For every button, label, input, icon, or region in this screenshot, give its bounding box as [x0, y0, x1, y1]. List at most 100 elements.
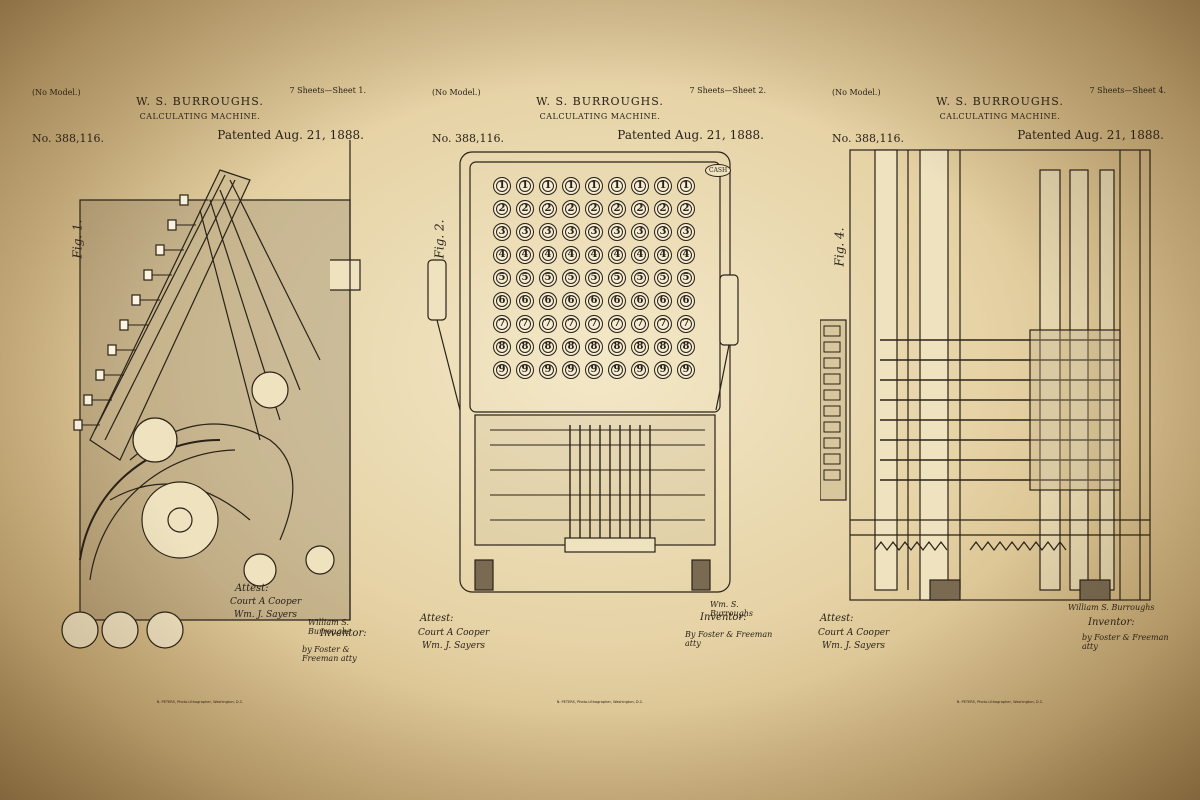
keyboard-key: 7: [539, 315, 557, 333]
sheet-count: 7 Sheets—Sheet 4.: [1089, 86, 1166, 95]
keyboard-key: 3: [631, 223, 649, 241]
keyboard-key: 7: [608, 315, 626, 333]
attest-label: Attest:: [235, 583, 269, 594]
keyboard-key: 4: [631, 246, 649, 264]
keyboard-key: 5: [516, 269, 534, 287]
keyboard-key: 6: [631, 292, 649, 310]
no-model-note: (No Model.): [832, 88, 881, 97]
keyboard-key: 5: [539, 269, 557, 287]
keyboard-key: 1: [562, 177, 580, 195]
keyboard-key: 4: [516, 246, 534, 264]
keyboard-key: 7: [493, 315, 511, 333]
keyboard-key: 6: [516, 292, 534, 310]
keyboard-key: 7: [585, 315, 603, 333]
keyboard-key: 6: [493, 292, 511, 310]
inventor-signature: William S. Burroughs: [308, 618, 352, 636]
cash-key: CASH: [705, 164, 732, 177]
printer-credit: N. PETERS, Photo-Lithographer, Washingto…: [156, 700, 244, 704]
keyboard-key: 8: [585, 338, 603, 356]
keyboard-key: 3: [539, 223, 557, 241]
keyboard-key: 7: [516, 315, 534, 333]
keyboard-key: 8: [608, 338, 626, 356]
inventor-caption: Inventor:: [700, 612, 747, 623]
keyboard-key: 2: [516, 200, 534, 218]
keyboard-key: 6: [539, 292, 557, 310]
inventor-caption: Inventor:: [320, 628, 367, 639]
keyboard-key: 1: [631, 177, 649, 195]
keyboard-key: 4: [539, 246, 557, 264]
keyboard-key: 6: [562, 292, 580, 310]
fig-1-side-view-drawing: [61, 140, 361, 649]
keyboard-key: 4: [493, 246, 511, 264]
keyboard-key: 3: [562, 223, 580, 241]
keyboard-key: 9: [677, 361, 695, 379]
keyboard-key: 7: [631, 315, 649, 333]
witness-signature-1: Court A Cooper: [230, 597, 302, 607]
keyboard-key: 7: [677, 315, 695, 333]
keyboard-key: 6: [677, 292, 695, 310]
cash-key-label: CASH: [709, 167, 728, 174]
fig-4-section-view-drawing: [820, 149, 1151, 601]
attorney-signature: By Foster & Freeman atty: [685, 630, 773, 648]
keyboard-key: 4: [677, 246, 695, 264]
inventor-signature: William S. Burroughs: [1068, 603, 1155, 612]
keyboard-key: 9: [562, 361, 580, 379]
patent-sheet-2: (No Model.) 7 Sheets—Sheet 2. W. S. BURR…: [418, 0, 780, 800]
attorney-signature: by Foster & Freeman atty: [1082, 633, 1169, 651]
keyboard-key: 7: [562, 315, 580, 333]
keyboard-key: 9: [631, 361, 649, 379]
inventor-signature: Wm. S. Burroughs: [710, 600, 754, 618]
keyboard-key: 2: [562, 200, 580, 218]
patent-date: Patented Aug. 21, 1888.: [617, 128, 764, 142]
inventor-name: W. S. BURROUGHS.: [136, 95, 264, 108]
keyboard-key: 8: [493, 338, 511, 356]
invention-title: CALCULATING MACHINE.: [539, 112, 661, 121]
keyboard-key: 5: [493, 269, 511, 287]
keyboard-key: 1: [585, 177, 603, 195]
keyboard-key: 4: [585, 246, 603, 264]
no-model-note: (No Model.): [32, 88, 81, 97]
witness-signature-2: Wm. J. Sayers: [234, 610, 297, 620]
patent-sheet-1: (No Model.) 7 Sheets—Sheet 1. W. S. BURR…: [20, 0, 380, 800]
patent-date: Patented Aug. 21, 1888.: [1017, 128, 1164, 142]
printer-credit: N. PETERS, Photo-Lithographer, Washingto…: [556, 700, 644, 704]
keyboard-key: 2: [608, 200, 626, 218]
invention-title: CALCULATING MACHINE.: [939, 112, 1061, 121]
fig-2-plan-view-drawing: [427, 151, 739, 593]
attorney-signature: by Foster & Freeman atty: [302, 645, 357, 663]
keyboard-key: 2: [585, 200, 603, 218]
keyboard-key: 8: [677, 338, 695, 356]
keyboard-key: 9: [539, 361, 557, 379]
keyboard-key: 5: [562, 269, 580, 287]
keyboard-key: 2: [493, 200, 511, 218]
keyboard-key: 8: [562, 338, 580, 356]
inventor-caption: Inventor:: [1088, 617, 1135, 628]
patent-number: No. 388,116.: [832, 132, 905, 145]
sheet-count: 7 Sheets—Sheet 2.: [689, 86, 766, 95]
keyboard-key: 3: [585, 223, 603, 241]
keyboard-key: 5: [585, 269, 603, 287]
invention-title: CALCULATING MACHINE.: [139, 112, 261, 121]
keyboard-key: 6: [608, 292, 626, 310]
keyboard-key: 2: [677, 200, 695, 218]
keyboard-key: 3: [677, 223, 695, 241]
keyboard-key: 9: [608, 361, 626, 379]
sheet-count: 7 Sheets—Sheet 1.: [289, 86, 366, 95]
keyboard-key: 3: [516, 223, 534, 241]
keyboard-key: 5: [608, 269, 626, 287]
attest-label: Attest:: [420, 613, 454, 624]
keyboard-key: 1: [516, 177, 534, 195]
keyboard-key: 9: [516, 361, 534, 379]
keyboard-key: 2: [654, 200, 672, 218]
keyboard-key: 1: [654, 177, 672, 195]
printer-credit: N. PETERS, Photo-Lithographer, Washingto…: [956, 700, 1044, 704]
patent-date: Patented Aug. 21, 1888.: [217, 128, 364, 142]
keyboard-key: 5: [654, 269, 672, 287]
keyboard-key: 9: [585, 361, 603, 379]
keyboard-key: 4: [654, 246, 672, 264]
witness-signature-1: Court A Cooper: [818, 628, 890, 638]
witness-signature-2: Wm. J. Sayers: [822, 641, 885, 651]
keyboard-key: 1: [677, 177, 695, 195]
